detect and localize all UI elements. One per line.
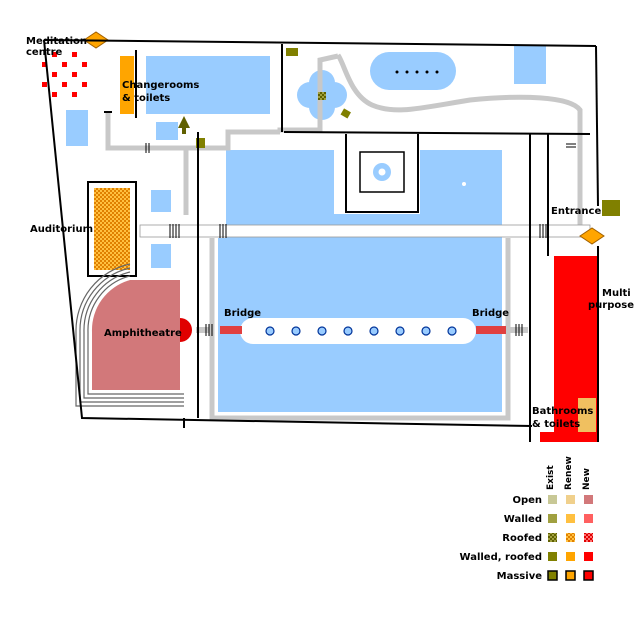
site-walls bbox=[43, 39, 599, 442]
legend-col-renew: Renew bbox=[564, 456, 574, 490]
tree-icon bbox=[178, 116, 190, 134]
label-meditation: Meditation bbox=[26, 36, 87, 47]
bridge-left bbox=[220, 326, 242, 334]
meditation-centre-pavilions bbox=[42, 52, 87, 97]
small-pool-a bbox=[151, 190, 171, 212]
legend-col-new: New bbox=[582, 468, 592, 490]
amphitheatre-steps bbox=[75, 263, 184, 407]
pool-top-left bbox=[146, 56, 270, 114]
auditorium-building bbox=[94, 188, 130, 270]
bridge-right bbox=[476, 326, 506, 334]
main-walkway bbox=[139, 224, 591, 238]
walkway-steps bbox=[145, 143, 576, 238]
legend-row-walled-roofed: Walled, roofed bbox=[460, 552, 542, 563]
changerooms-building bbox=[120, 56, 134, 114]
entrance-kiosk bbox=[602, 200, 620, 216]
legend: Exist Renew New Open Walled Roofed Walle… bbox=[460, 456, 594, 582]
label-entrance: Entrance bbox=[551, 206, 601, 217]
oval-fountain-dots bbox=[395, 70, 439, 74]
label-bathrooms: Bathrooms bbox=[532, 406, 593, 417]
central-fountain-square bbox=[359, 151, 405, 193]
label-amphitheatre: Amphitheatre bbox=[104, 328, 182, 339]
label-bridge-right: Bridge bbox=[472, 308, 509, 319]
amphitheatre-ground bbox=[91, 280, 180, 390]
pool-top-right-square bbox=[514, 46, 546, 84]
bridge-walkway bbox=[240, 318, 476, 344]
legend-col-exist: Exist bbox=[546, 465, 556, 490]
legend-row-massive: Massive bbox=[497, 571, 543, 582]
bridge-fountains bbox=[265, 326, 457, 336]
pool-small-mid bbox=[156, 122, 178, 140]
label-bathrooms-2: & toilets bbox=[532, 419, 580, 430]
label-changerooms-2: & toilets bbox=[122, 93, 170, 104]
legend-row-open: Open bbox=[512, 495, 542, 506]
label-auditorium: Auditorium bbox=[30, 224, 93, 235]
pool-oval bbox=[370, 52, 456, 90]
label-meditation-2: centre bbox=[26, 47, 63, 58]
label-bridge-left: Bridge bbox=[224, 308, 261, 319]
pool-small-left bbox=[66, 110, 88, 146]
label-changerooms: Changerooms bbox=[122, 80, 199, 91]
legend-row-walled: Walled bbox=[504, 514, 542, 525]
plan-labels: Meditation centre Changerooms & toilets … bbox=[26, 36, 634, 430]
label-multipurpose: Multi bbox=[602, 288, 631, 299]
main-pool bbox=[218, 150, 502, 412]
label-multipurpose-2: purpose bbox=[588, 300, 634, 311]
small-pool-b bbox=[151, 244, 171, 268]
bathrooms-building bbox=[578, 398, 596, 432]
legend-row-roofed: Roofed bbox=[502, 533, 542, 544]
